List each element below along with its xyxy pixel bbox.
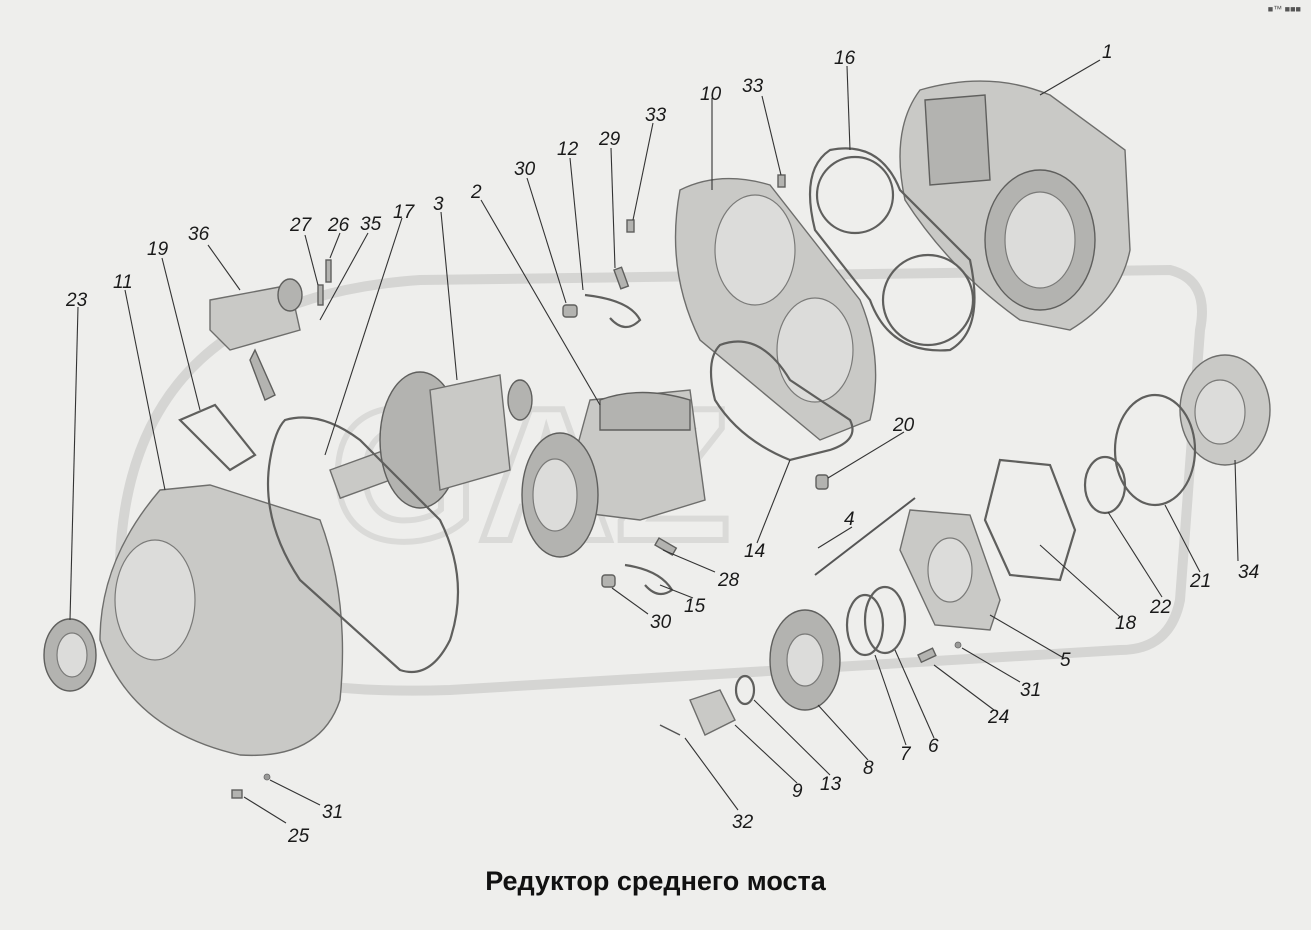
callout-20: 20 [892,415,915,436]
callout-7: 7 [900,744,912,765]
callout-21: 21 [1189,571,1211,592]
callout-18: 18 [1115,613,1137,634]
part-13-ring [734,674,756,706]
part-10-intermediate-cover [674,177,877,441]
callout-13: 13 [820,774,842,795]
callout-3: 3 [433,194,444,215]
callout-11: 11 [113,272,133,293]
callout-9: 9 [792,781,803,802]
part-3-input-shaft [329,371,533,509]
callout-5: 5 [1060,650,1071,671]
part-34-bearing [1179,354,1271,466]
callout-1: 1 [1102,42,1113,63]
callout-36: 36 [188,224,210,245]
part-30-nut-upper [562,304,578,318]
part-36-actuator [209,278,303,401]
part-29-pin [613,266,630,290]
callout-31-lower: 31 [322,802,343,823]
callout-15: 15 [684,596,706,617]
callout-31-right: 31 [1020,680,1041,701]
diagram-title: Редуктор среднего моста [485,866,826,896]
callout-16: 16 [834,48,856,69]
part-6-ring [863,585,907,655]
callout-6: 6 [928,736,939,757]
callout-labels: 1 2 3 4 5 6 7 8 9 10 11 12 13 14 15 16 1… [65,42,1259,847]
part-22-ring [1083,455,1127,515]
part-8-gear [769,609,841,711]
part-9-fork [689,689,736,736]
callout-26: 26 [327,215,350,236]
part-1-main-housing [899,80,1131,331]
callout-33-right: 33 [742,76,764,97]
callout-34: 34 [1238,562,1259,583]
part-33-pin-left [626,219,635,233]
part-26-pin [325,259,332,283]
part-14-gasket [709,340,854,462]
part-20-plug [815,474,829,490]
callout-19: 19 [147,239,169,260]
callout-30-lower: 30 [650,612,672,633]
callout-10: 10 [700,84,722,105]
part-7-ring [845,593,885,657]
part-32-wire [659,724,681,736]
part-24-bolt [917,647,937,664]
part-21-snap-ring [1113,393,1197,507]
part-4-rod [814,497,916,576]
callout-24: 24 [987,707,1009,728]
callout-25: 25 [287,826,310,847]
callout-27: 27 [289,215,313,236]
callout-32: 32 [732,812,754,833]
part-18-gasket [983,458,1077,582]
leader-lines [69,59,1239,824]
callout-23: 23 [65,290,88,311]
part-33-pin-right [777,174,786,188]
part-19-small-gasket [178,403,257,472]
callout-8: 8 [863,758,874,779]
callout-12: 12 [557,139,579,160]
callout-29: 29 [598,129,621,150]
callout-22: 22 [1149,597,1172,618]
part-17-gasket [266,416,460,674]
callout-4: 4 [844,509,855,530]
callout-28: 28 [717,570,740,591]
callout-14: 14 [744,541,765,562]
part-25-bolt [231,789,243,799]
part-12-lock-plate [584,293,642,329]
part-31-washer-right [954,641,962,649]
part-31-washer-lower [263,773,271,781]
callout-17: 17 [393,202,416,223]
part-16-gasket [808,147,976,352]
small-fasteners [231,174,962,799]
part-30-nut-lower [601,574,616,588]
part-2-gear-assembly [521,389,706,558]
part-27-pin [317,284,324,306]
callout-35: 35 [360,214,382,235]
callout-30-upper: 30 [514,159,536,180]
part-11-front-cover [99,484,344,757]
part-5-bearing-cover [899,509,1001,631]
part-23-gear-ring [43,618,97,692]
callout-33-left: 33 [645,105,667,126]
corner-mark: ■™ ■■■ [1267,4,1301,14]
callout-2: 2 [470,182,482,203]
